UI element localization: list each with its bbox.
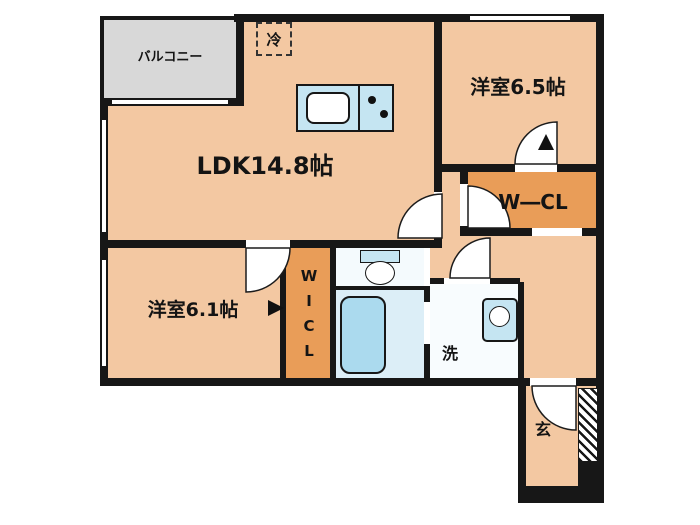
window-balcony-slider <box>112 98 228 106</box>
laundry-label-text: 洗 <box>441 344 458 363</box>
wall-ldk-bedroomtop <box>434 14 442 172</box>
wicl-label: W I C L <box>284 252 334 374</box>
fridge-box: 冷 <box>256 22 292 56</box>
wicl-letter: W <box>300 266 318 285</box>
corridor-right-floor <box>520 236 600 382</box>
wall-corner-block <box>578 460 604 503</box>
hatched-entry-panel <box>578 388 598 462</box>
balcony-label-text: バルコニー <box>137 49 203 65</box>
bedroom-top-label: 洋室6.5帖 <box>440 70 596 100</box>
wall-toilet-bath <box>334 286 426 290</box>
window-bedroom-top <box>470 14 570 22</box>
wall-balcony-right <box>236 14 244 106</box>
door-opening-bedroom-top <box>515 164 557 172</box>
washstand-icon <box>482 298 518 342</box>
wicl-letter: L <box>304 341 314 360</box>
wicl-letter: C <box>303 316 315 335</box>
toilet-bowl-icon <box>365 261 395 285</box>
door-opening-entrance <box>530 378 576 386</box>
entrance-label: 玄 <box>530 416 556 440</box>
corridor-mid-floor <box>428 244 524 282</box>
door-opening-bedroom-bot <box>246 240 290 248</box>
kitchen-sink-icon <box>306 92 350 124</box>
wicl-letter: I <box>306 291 312 310</box>
wall-right <box>596 14 604 503</box>
door-opening-toilet <box>424 248 430 286</box>
window-ldk-left <box>100 120 108 232</box>
room-wicl-floor <box>284 244 334 382</box>
stove-burner-icon <box>380 110 388 118</box>
bedroom-bottom-label: 洋室6.1帖 <box>118 294 268 322</box>
bathtub-icon <box>340 296 386 374</box>
door-opening-wcl <box>460 184 468 226</box>
bedroom-bottom-label-text: 洋室6.1帖 <box>147 298 239 321</box>
wall-top <box>234 14 604 22</box>
laundry-label: 洗 <box>436 340 464 364</box>
fridge-label: 冷 <box>266 30 282 49</box>
door-opening-ldk <box>434 192 442 238</box>
wall-laundry-right <box>518 282 524 382</box>
entrance-label-text: 玄 <box>534 420 551 439</box>
wall-bottom-left <box>100 378 526 386</box>
bedroom-top-label-text: 洋室6.5帖 <box>470 74 566 99</box>
ldk-label-text: LDK14.8帖 <box>196 151 334 180</box>
wcl-label: W―CL <box>470 188 596 216</box>
balcony-label: バルコニー <box>110 44 230 66</box>
door-opening-wcl-slider <box>532 228 582 236</box>
door-opening-laundry <box>444 278 490 284</box>
door-opening-bath <box>424 302 430 344</box>
window-bedroom-left <box>100 260 108 366</box>
wcl-label-text: W―CL <box>498 190 568 214</box>
stove-burner-icon <box>368 96 376 104</box>
ldk-label: LDK14.8帖 <box>160 146 370 180</box>
kitchen-divider <box>358 86 360 130</box>
wall-entrance-left <box>518 378 526 503</box>
washstand-basin-icon <box>489 306 510 327</box>
wall-wicl-right <box>330 244 336 382</box>
